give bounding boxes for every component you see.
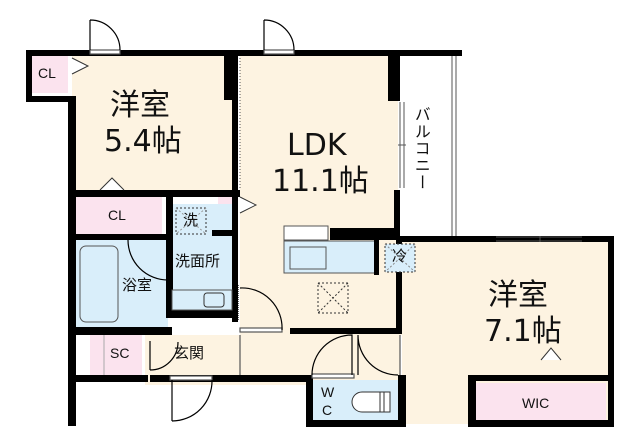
bathtub xyxy=(79,245,119,323)
closet-top-label: CL xyxy=(38,65,56,81)
kitchen-counter xyxy=(283,240,377,274)
bathroom-floor xyxy=(76,240,168,327)
wash-basin xyxy=(203,292,225,308)
fixtures xyxy=(71,57,562,413)
shoe-closet-label: SC xyxy=(110,345,130,361)
fridge-label: 冷 xyxy=(392,247,408,265)
ldk-name: LDK xyxy=(287,128,347,163)
walls xyxy=(26,50,614,427)
closet-top-floor xyxy=(30,55,68,93)
ceiling-hatch xyxy=(317,282,349,314)
doors xyxy=(89,19,401,422)
shoe-closet-floor xyxy=(90,335,142,375)
entrance-label: 玄関 xyxy=(174,344,205,362)
bathroom-label: 浴室 xyxy=(122,276,153,294)
closet-mid-floor xyxy=(76,197,162,234)
room1-size: 5.4帖 xyxy=(104,124,182,159)
balcony-label: バルコニー xyxy=(411,106,431,191)
ldk-size: 11.1帖 xyxy=(272,164,369,199)
kitchen-sink xyxy=(289,246,327,270)
room2-name: 洋室 xyxy=(488,278,548,313)
washer-label: 洗 xyxy=(183,211,199,229)
wc-label-w: W xyxy=(321,384,335,400)
western-room-1-floor xyxy=(72,55,232,192)
ldk-floor xyxy=(240,55,398,335)
wc-label-c: C xyxy=(322,402,333,418)
closet-mid-label: CL xyxy=(108,207,126,223)
wic-floor xyxy=(474,383,606,423)
balcony xyxy=(239,56,582,242)
room2-size: 7.1帖 xyxy=(484,314,562,349)
washroom-label: 洗面所 xyxy=(175,252,221,270)
room1-name: 洋室 xyxy=(110,88,170,123)
wic-label: WIC xyxy=(522,395,550,411)
